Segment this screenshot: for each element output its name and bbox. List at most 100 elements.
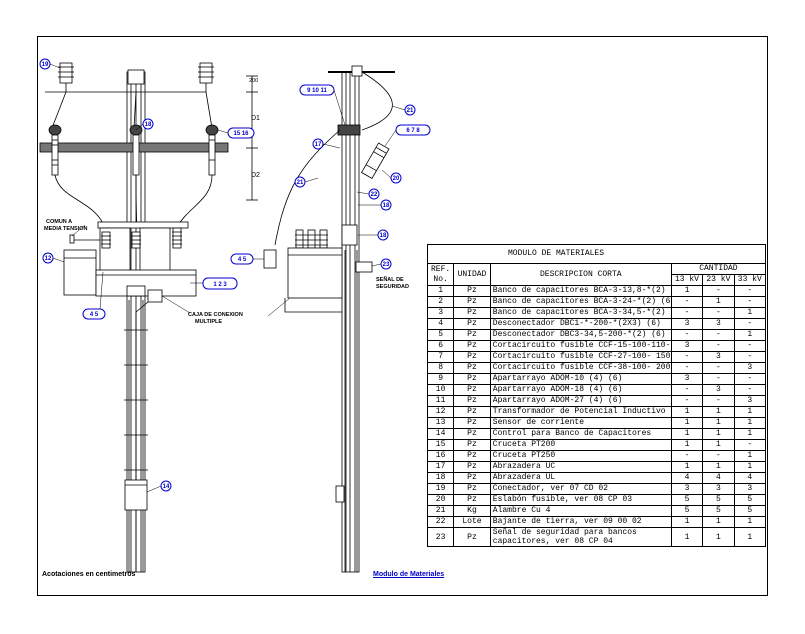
cell-desc: Eslabón fusible, ver 08 CP 03 bbox=[489, 494, 672, 506]
cell-k13: - bbox=[670, 307, 704, 319]
svg-text:19: 19 bbox=[42, 62, 49, 68]
cell-desc: Desconectador DBC3-34,5-200-*(2) (6) bbox=[489, 329, 672, 341]
cell-ref: 11 bbox=[426, 395, 455, 407]
cell-unidad: Pz bbox=[453, 351, 491, 363]
cell-k23: - bbox=[702, 373, 735, 385]
cell-k23: 3 bbox=[702, 384, 735, 396]
cell-k13: 4 bbox=[670, 472, 704, 484]
cell-desc: Desconectador DBC1-*-200-*(2X3) (6) bbox=[489, 318, 672, 330]
cell-k13: - bbox=[670, 351, 704, 363]
cell-k33: 5 bbox=[733, 505, 767, 517]
cell-k13: - bbox=[670, 362, 704, 374]
cell-k13: 5 bbox=[670, 505, 704, 517]
cell-unidad: Pz bbox=[453, 362, 491, 374]
cell-k33: - bbox=[733, 318, 767, 330]
callout-15-16: 15 16 bbox=[227, 127, 255, 139]
cell-desc: Bajante de tierra, ver 09 00 02 bbox=[489, 516, 672, 528]
svg-text:18: 18 bbox=[145, 122, 152, 128]
label-comun-2: MEDIA TENSION bbox=[44, 226, 88, 232]
cell-unidad: Pz bbox=[453, 472, 491, 484]
callout-23: 23 bbox=[380, 258, 392, 270]
cell-k13: - bbox=[670, 296, 704, 308]
cell-k13: 3 bbox=[670, 340, 704, 352]
label-caja-1: CAJA DE CONEXION bbox=[188, 312, 243, 318]
safety-sign bbox=[355, 261, 373, 273]
cell-k33: - bbox=[733, 373, 767, 385]
cell-unidad: Pz bbox=[453, 373, 491, 385]
cell-k23: 1 bbox=[702, 417, 735, 429]
cell-ref: 3 bbox=[426, 307, 455, 319]
dimension-lines bbox=[246, 75, 258, 201]
table-title: MODULO DE MATERIALES bbox=[427, 244, 766, 264]
cell-unidad: Pz bbox=[453, 483, 491, 495]
cell-k23: - bbox=[702, 340, 735, 352]
cell-desc: Cortacircuito fusible CCF-38-100- 200-*(… bbox=[489, 362, 672, 374]
svg-text:15 16: 15 16 bbox=[233, 131, 249, 137]
label-senal-1: SEÑAL DE bbox=[376, 276, 404, 283]
capacitor-bushings bbox=[101, 227, 182, 249]
cell-ref: 22 bbox=[426, 516, 455, 528]
callout-22: 22 bbox=[368, 188, 380, 200]
cell-k33: - bbox=[733, 351, 767, 363]
cell-unidad: Pz bbox=[453, 450, 491, 462]
label-caja-2: MULTIPLE bbox=[195, 319, 222, 325]
cell-ref: 2 bbox=[426, 296, 455, 308]
cell-unidad: Pz bbox=[453, 494, 491, 506]
label-dim-200: 200 bbox=[249, 78, 258, 84]
cell-k13: 1 bbox=[670, 461, 704, 473]
cell-k33: 1 bbox=[733, 516, 767, 528]
callout-12: 12 bbox=[42, 252, 54, 264]
svg-text:18: 18 bbox=[383, 203, 390, 209]
cell-k33: 1 bbox=[733, 406, 767, 418]
svg-text:4 5: 4 5 bbox=[238, 257, 247, 263]
cell-k23: - bbox=[702, 395, 735, 407]
cell-k23: 1 bbox=[702, 439, 735, 451]
cell-desc: Abrazadera UL bbox=[489, 472, 672, 484]
cell-desc: Conectador, ver 07 CD 02 bbox=[489, 483, 672, 495]
drawing-labels: COMUN A MEDIA TENSION CAJA DE CONEXION M… bbox=[44, 78, 409, 325]
cell-ref: 4 bbox=[426, 318, 455, 330]
cell-ref: 6 bbox=[426, 340, 455, 352]
capacitor-bank-tank bbox=[95, 269, 197, 297]
svg-text:1 2 3: 1 2 3 bbox=[213, 282, 227, 288]
potential-transformer bbox=[63, 249, 97, 296]
cell-k23: - bbox=[702, 450, 735, 462]
svg-text:21: 21 bbox=[407, 108, 414, 114]
cell-desc: Apartarrayo ADOM-18 (4) (6) bbox=[489, 384, 672, 396]
cell-unidad: Kg bbox=[453, 505, 491, 517]
cell-ref: 20 bbox=[426, 494, 455, 506]
svg-text:6 7 8: 6 7 8 bbox=[406, 128, 420, 134]
side-pole bbox=[341, 71, 360, 573]
cell-k13: 5 bbox=[670, 494, 704, 506]
drawing-frame bbox=[37, 36, 768, 596]
cell-k23: - bbox=[702, 307, 735, 319]
cell-k33: 1 bbox=[733, 417, 767, 429]
callout-6-7-8: 6 7 8 bbox=[395, 124, 431, 136]
cell-ref: 15 bbox=[426, 439, 455, 451]
cell-ref: 9 bbox=[426, 373, 455, 385]
callout-19: 19 bbox=[39, 58, 51, 70]
cell-k23: 3 bbox=[702, 483, 735, 495]
line-insulator-left bbox=[58, 62, 74, 84]
cell-ref: 7 bbox=[426, 351, 455, 363]
cell-ref: 1 bbox=[426, 285, 455, 297]
cell-k33: 1 bbox=[733, 428, 767, 440]
callout-17: 17 bbox=[312, 138, 324, 150]
cell-k13: 1 bbox=[670, 285, 704, 297]
modulo-materiales-link[interactable]: Modulo de Materiales bbox=[373, 571, 445, 578]
header-descripcion: DESCRIPCION CORTA bbox=[489, 263, 672, 286]
cell-k33: - bbox=[733, 340, 767, 352]
cell-unidad: Lote bbox=[453, 516, 491, 528]
